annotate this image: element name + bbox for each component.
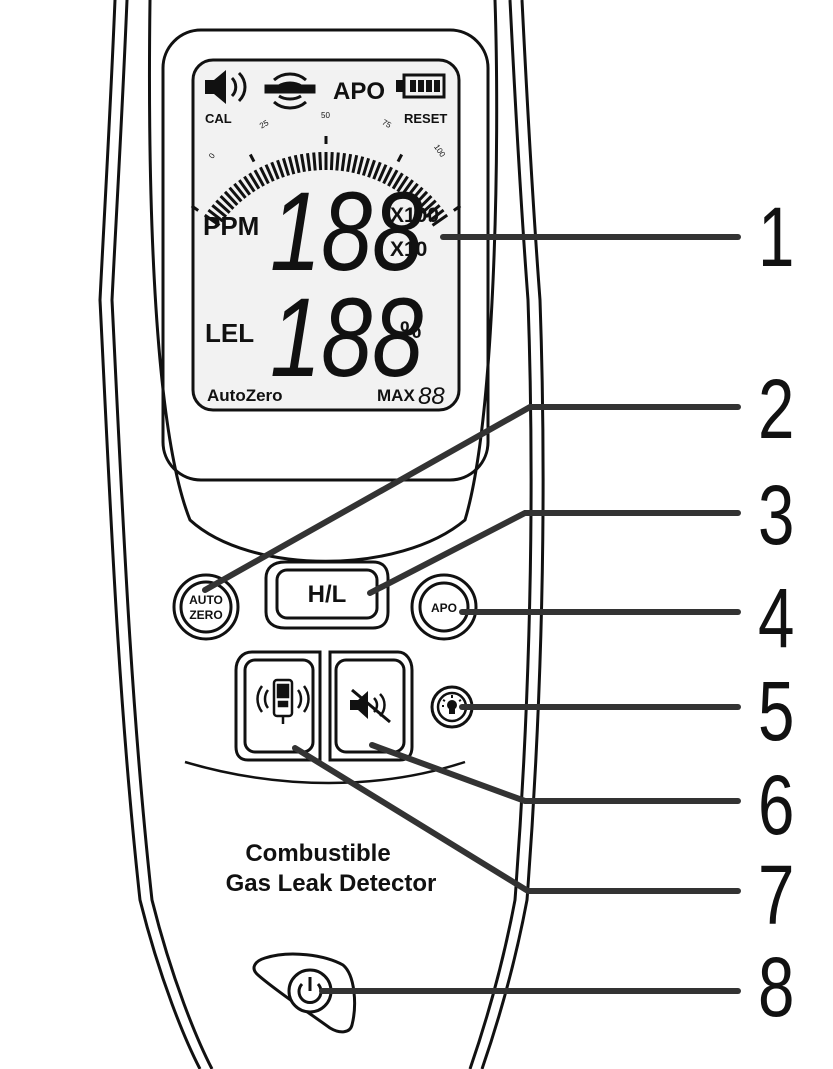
- scale-segment: [417, 195, 433, 210]
- scale-segment: [421, 199, 437, 214]
- scale-segment: [287, 156, 296, 175]
- scale-segment: [424, 204, 441, 218]
- callout-1: 1: [758, 190, 794, 284]
- sensor-icon: [264, 72, 316, 110]
- lcd-lel-digits: 188: [270, 274, 423, 400]
- scale-major-tick: [452, 204, 462, 212]
- detector-vibration-icon: [256, 678, 310, 724]
- scale-segment: [382, 166, 393, 185]
- scale-segment: [391, 172, 404, 190]
- scale-segment: [335, 152, 340, 171]
- scale-segment: [409, 186, 424, 203]
- lcd-max-label: MAX: [377, 386, 415, 405]
- bar-graph-scale: [190, 136, 462, 227]
- lcd-apo-label: APO: [333, 78, 385, 105]
- auto-zero-label-line1: AUTO: [189, 593, 223, 607]
- scale-segment: [346, 153, 353, 173]
- scale-segment: [264, 164, 275, 182]
- scale-segment: [312, 152, 317, 171]
- scale-major-tick: [248, 153, 256, 163]
- scale-segment: [299, 153, 306, 173]
- callout-2: 2: [758, 362, 794, 456]
- scale-segment: [281, 157, 291, 176]
- scale-segment: [276, 159, 285, 178]
- callout-lines: [202, 234, 741, 994]
- speaker-icon: [205, 70, 247, 104]
- product-name-line2: Gas Leak Detector: [226, 870, 437, 897]
- scale-segment: [318, 152, 323, 171]
- scale-segment: [377, 164, 388, 182]
- scale-segment: [356, 156, 365, 175]
- sensitivity-button[interactable]: [234, 650, 322, 762]
- mute-button[interactable]: [328, 650, 414, 762]
- lcd-lel-label: LEL: [205, 318, 254, 348]
- scale-tick-50: 50: [321, 111, 330, 120]
- scale-segment: [259, 166, 270, 185]
- scale-segment: [207, 208, 224, 223]
- product-name-line1: Combustible: [245, 840, 390, 867]
- callout-4: 4: [758, 571, 794, 665]
- scale-segment: [233, 182, 247, 199]
- scale-segment: [219, 195, 235, 210]
- lcd-ppm-digits: 188: [270, 168, 423, 294]
- callout-5: 5: [758, 664, 794, 758]
- scale-segment: [413, 190, 429, 207]
- scale-segment: [211, 204, 228, 218]
- scale-segment: [243, 175, 256, 193]
- lcd-x10-label: X10: [390, 238, 427, 261]
- scale-segment: [405, 182, 419, 199]
- lcd-percent-label: %: [400, 317, 421, 344]
- scale-segment: [400, 179, 414, 196]
- scale-segment: [340, 153, 346, 172]
- scale-segment: [248, 172, 261, 190]
- scale-segment: [253, 169, 265, 187]
- lcd-cal-label: CAL: [205, 111, 232, 126]
- scale-segment: [215, 199, 231, 214]
- lcd-ppm-label: PPM: [203, 211, 259, 241]
- scale-segment: [372, 161, 382, 180]
- scale-tick-0: 0: [207, 151, 217, 160]
- scale-segment: [387, 169, 399, 187]
- callout-3: 3: [758, 468, 794, 562]
- scale-major-tick: [396, 153, 404, 163]
- scale-segment: [396, 175, 409, 193]
- lcd-max-digits: 88: [418, 383, 445, 410]
- scale-segment: [238, 179, 252, 196]
- mute-speaker-icon: [350, 688, 391, 724]
- lcd-x100-label: X100: [390, 204, 439, 227]
- callout-8: 8: [758, 940, 794, 1034]
- scale-segment: [361, 157, 371, 176]
- battery-icon: [396, 73, 446, 99]
- hl-button[interactable]: H/L: [264, 560, 390, 630]
- scale-segment: [306, 153, 312, 172]
- apo-button-label: APO: [431, 601, 457, 615]
- scale-segment: [228, 186, 243, 203]
- scale-segment: [293, 154, 301, 174]
- scale-segment: [428, 208, 445, 223]
- auto-zero-label-line2: ZERO: [189, 608, 222, 622]
- scale-segment: [431, 213, 449, 227]
- callout-7: 7: [758, 848, 794, 942]
- auto-zero-button[interactable]: AUTO ZERO: [172, 573, 240, 641]
- lcd-autozero-label: AutoZero: [207, 386, 283, 405]
- apo-button[interactable]: APO: [410, 573, 478, 641]
- scale-segment: [223, 190, 239, 207]
- lcd-bezel: [161, 28, 490, 482]
- lcd-reset-label: RESET: [404, 111, 447, 126]
- hl-label: H/L: [308, 581, 347, 608]
- scale-segment: [367, 159, 376, 178]
- scale-major-tick: [190, 204, 200, 212]
- scale-segment: [203, 213, 221, 227]
- scale-segment: [329, 152, 334, 171]
- scale-segment: [270, 161, 280, 180]
- scale-segment: [351, 154, 359, 174]
- callout-6: 6: [758, 758, 794, 852]
